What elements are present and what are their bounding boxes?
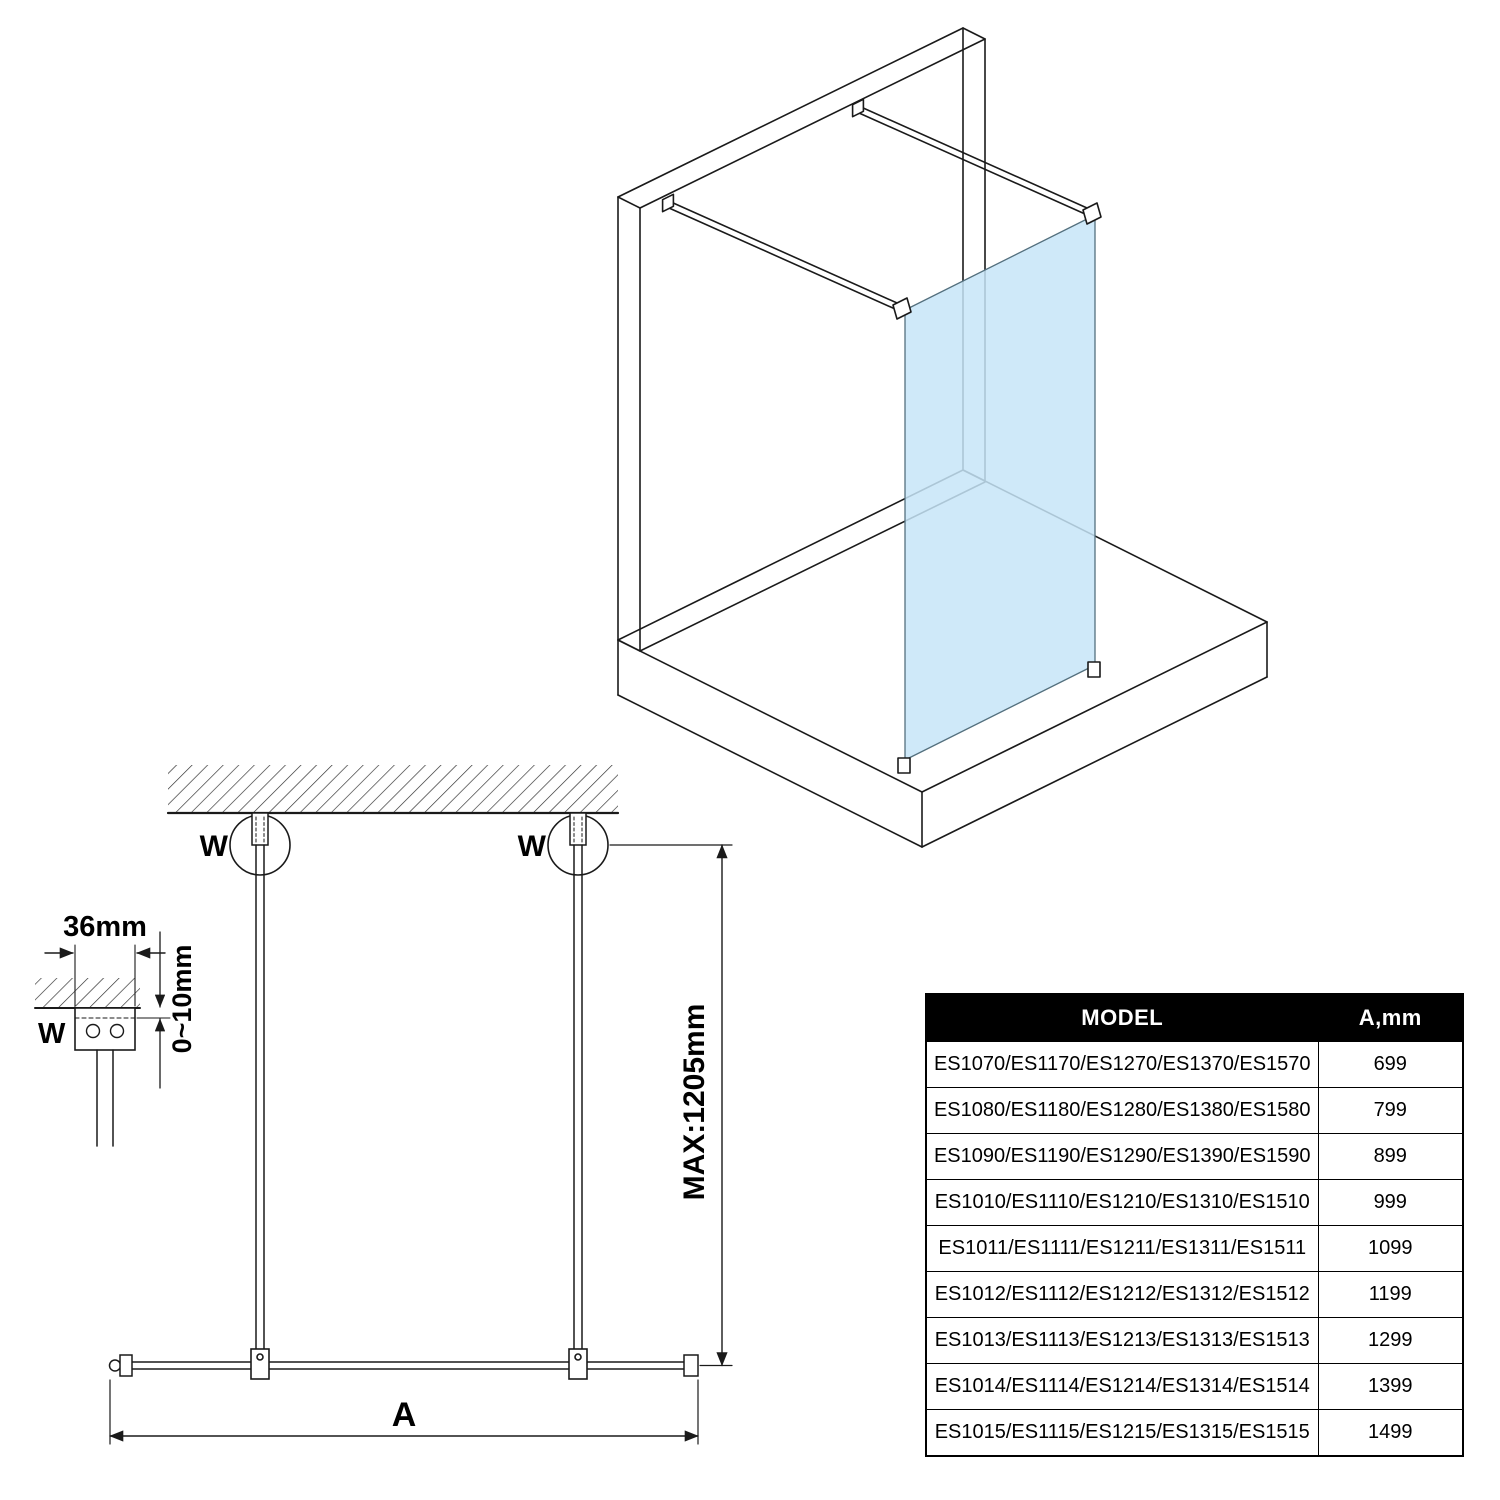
table-row: ES1013/ES1113/ES1213/ES1313/ES1513 1299 (925, 1317, 1464, 1364)
left-end-fitting (119, 1354, 133, 1377)
a-value-cell: 1099 (1317, 1225, 1464, 1272)
table-row: ES1010/ES1110/ES1210/ES1310/ES1510 999 (925, 1179, 1464, 1226)
max-height-label: MAX:1205mm (678, 1004, 711, 1201)
model-cell: ES1070/ES1170/ES1270/ES1370/ES1570 (925, 1041, 1319, 1088)
iso-floor (617, 469, 1268, 848)
table-header-row: MODEL A,mm (925, 993, 1464, 1042)
a-value-cell: 899 (1317, 1133, 1464, 1180)
right-end-fitting (683, 1354, 699, 1377)
dimension-width-a: A (109, 1379, 699, 1445)
iso-support-bars (661, 98, 1097, 314)
wall-plate-1 (661, 193, 675, 213)
glass-clamp-1 (892, 297, 912, 320)
detail-wall-label: W (38, 1018, 66, 1050)
col-header-a-mm: A,mm (1317, 993, 1464, 1042)
glass-clamp-2 (1082, 202, 1102, 225)
support-rods (255, 844, 583, 1352)
rod-clamp-left (250, 1348, 270, 1380)
table-row: ES1014/ES1114/ES1214/ES1314/ES1514 1399 (925, 1363, 1464, 1410)
bracket-width-label: 36mm (63, 911, 147, 943)
spec-table: MODEL A,mm ES1070/ES1170/ES1270/ES1370/E… (925, 993, 1464, 1457)
model-cell: ES1090/ES1190/ES1290/ES1390/ES1590 (925, 1133, 1319, 1180)
model-cell: ES1014/ES1114/ES1214/ES1314/ES1514 (925, 1363, 1319, 1410)
a-value-cell: 1499 (1317, 1409, 1464, 1457)
ceiling-hatch (168, 765, 618, 813)
rod-clamp-right (568, 1348, 588, 1380)
glass-panel-edge (108, 1348, 699, 1380)
a-value-cell: 699 (1317, 1041, 1464, 1088)
detail-bracket-body (74, 1007, 136, 1051)
table-row: ES1080/ES1180/ES1280/ES1380/ES1580 799 (925, 1087, 1464, 1134)
wall-marker-left-label: W (200, 830, 229, 863)
dimension-max-height: MAX:1205mm (609, 844, 733, 1367)
ceiling-section (166, 765, 620, 815)
glass-foot-2 (1087, 661, 1101, 678)
glass-panel (904, 214, 1096, 761)
ceiling-bracket-left (251, 812, 269, 846)
plan-view-svg: W W MAX:1205mm (34, 765, 733, 1445)
width-dim-label: A (392, 1396, 417, 1434)
bracket-detail: 36mm W 0~10mm (34, 911, 197, 1147)
a-value-cell: 799 (1317, 1087, 1464, 1134)
table-row: ES1011/ES1111/ES1211/ES1311/ES1511 1099 (925, 1225, 1464, 1272)
wall-marker-right-label: W (518, 830, 547, 863)
screw-hole-1 (85, 1023, 101, 1039)
support-bar-1 (661, 193, 907, 314)
isometric-view-svg (617, 27, 1268, 848)
a-value-cell: 1399 (1317, 1363, 1464, 1410)
a-value-cell: 1199 (1317, 1271, 1464, 1318)
a-value-cell: 999 (1317, 1179, 1464, 1226)
model-cell: ES1012/ES1112/ES1212/ES1312/ES1512 (925, 1271, 1319, 1318)
model-cell: ES1080/ES1180/ES1280/ES1380/ES1580 (925, 1087, 1319, 1134)
wall-mount-markers: W W (200, 812, 609, 876)
table-row: ES1070/ES1170/ES1270/ES1370/ES1570 699 (925, 1041, 1464, 1088)
table-row: ES1012/ES1112/ES1212/ES1312/ES1512 1199 (925, 1271, 1464, 1318)
table-row: ES1015/ES1115/ES1215/ES1315/ES1515 1499 (925, 1409, 1464, 1457)
table-row: ES1090/ES1190/ES1290/ES1390/ES1590 899 (925, 1133, 1464, 1180)
model-cell: ES1011/ES1111/ES1211/ES1311/ES1511 (925, 1225, 1319, 1272)
support-bar-2 (851, 98, 1097, 219)
screw-hole-2 (109, 1023, 125, 1039)
iso-fittings (892, 202, 1102, 774)
wall-plate-2 (851, 98, 865, 118)
col-header-model: MODEL (925, 993, 1319, 1042)
model-cell: ES1015/ES1115/ES1215/ES1315/ES1515 (925, 1409, 1319, 1457)
glass-foot-1 (897, 757, 911, 774)
gap-dim-label: 0~10mm (167, 945, 197, 1054)
detail-wall-hatch (35, 978, 140, 1008)
model-cell: ES1010/ES1110/ES1210/ES1310/ES1510 (925, 1179, 1319, 1226)
left-end-fitting-pin (108, 1359, 122, 1372)
model-cell: ES1013/ES1113/ES1213/ES1313/ES1513 (925, 1317, 1319, 1364)
a-value-cell: 1299 (1317, 1317, 1464, 1364)
ceiling-bracket-right (569, 812, 587, 846)
